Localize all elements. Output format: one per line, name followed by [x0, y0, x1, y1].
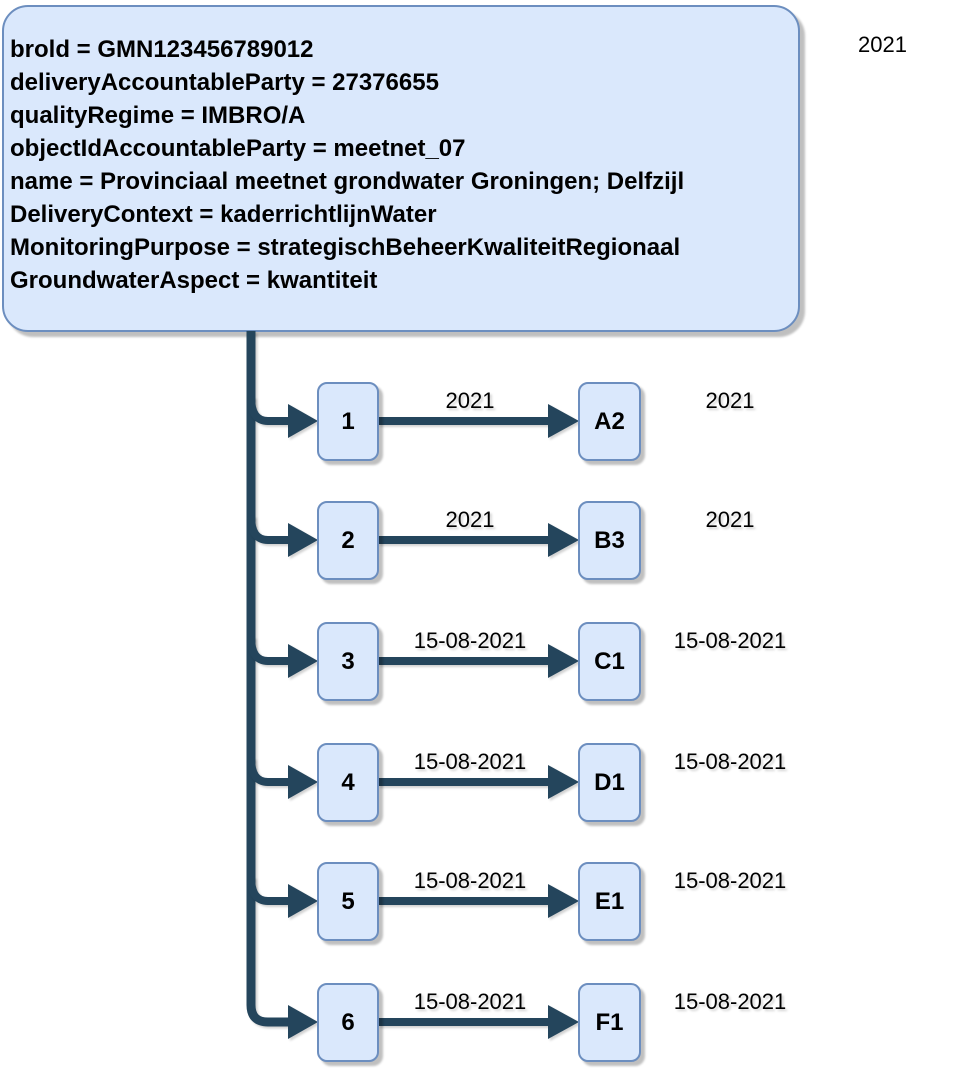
node-e1: E1 [578, 862, 641, 941]
node-1: 1 [317, 382, 379, 461]
node-2: 2 [317, 501, 379, 580]
node-4: 4 [317, 743, 379, 822]
edge-label: 15-08-2021 [414, 868, 527, 893]
node-a2: A2 [578, 382, 641, 461]
right-date-label: 15-08-2021 [674, 749, 787, 774]
metadata-line-name: name = Provinciaal meetnet grondwater Gr… [10, 168, 685, 195]
metadata-line-monitoring-purpose: MonitoringPurpose = strategischBeheerKwa… [10, 234, 681, 261]
edge-label: 2021 [446, 388, 495, 413]
right-date-label: 15-08-2021 [674, 989, 787, 1014]
gmn-metadata-box: brold = GMN123456789012 deliveryAccounta… [2, 5, 800, 332]
metadata-line-brold: brold = GMN123456789012 [10, 36, 314, 63]
edge-label: 15-08-2021 [414, 749, 527, 774]
right-date-label: 15-08-2021 [674, 628, 787, 653]
right-date-label: 2021 [706, 507, 755, 532]
node-6: 6 [317, 983, 379, 1062]
node-5: 5 [317, 862, 379, 941]
right-date-label: 15-08-2021 [674, 868, 787, 893]
edge-label: 2021 [446, 507, 495, 532]
gmn-metadata-text: brold = GMN123456789012 deliveryAccounta… [10, 33, 794, 297]
edge-label: 15-08-2021 [414, 989, 527, 1014]
edge-label: 15-08-2021 [414, 628, 527, 653]
trunk-line [246, 331, 288, 1027]
metadata-line-quality-regime: qualityRegime = IMBRO/A [10, 102, 306, 129]
metadata-line-object-id: objectIdAccountableParty = meetnet_07 [10, 135, 466, 162]
header-year-label: 2021 [858, 32, 907, 57]
metadata-line-delivery-accountable-party: deliveryAccountableParty = 27376655 [10, 69, 439, 96]
node-b3: B3 [578, 501, 641, 580]
right-date-label: 2021 [706, 388, 755, 413]
metadata-line-groundwater-aspect: GroundwaterAspect = kwantiteit [10, 267, 378, 294]
metadata-line-delivery-context: DeliveryContext = kaderrichtlijnWater [10, 201, 437, 228]
node-3: 3 [317, 622, 379, 701]
node-c1: C1 [578, 622, 641, 701]
node-d1: D1 [578, 743, 641, 822]
node-f1: F1 [578, 983, 641, 1062]
